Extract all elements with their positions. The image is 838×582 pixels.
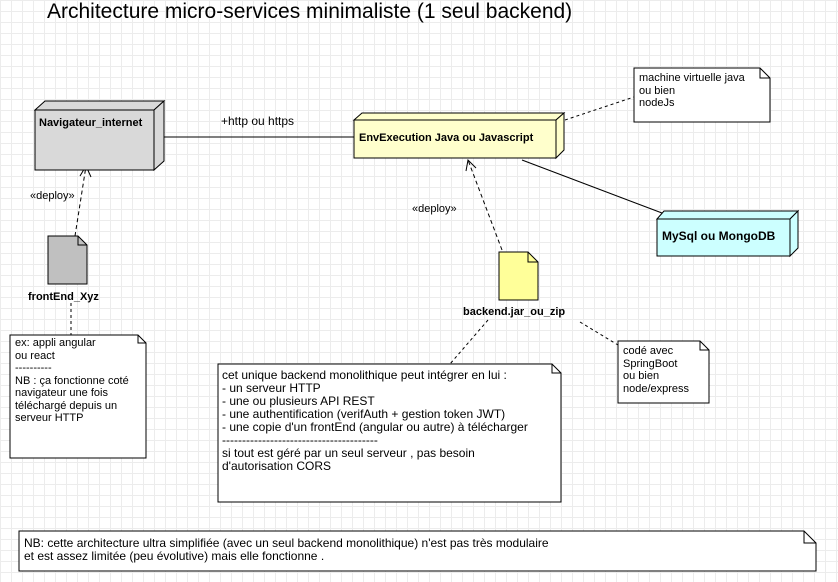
code-note-anchor (579, 321, 619, 346)
db-connection-line (521, 159, 663, 214)
deploy-front-line (74, 165, 87, 237)
backend-note-text: cet unique backend monolithique peut int… (222, 368, 528, 473)
deploy-front-label: «deploy» (30, 190, 75, 202)
browser-node-label: Navigateur_internet (39, 117, 143, 129)
vm-note-shape (633, 67, 771, 123)
vm-note-text: machine virtuelle java ou bien nodeJs (639, 72, 745, 109)
db-node-label: MySql ou MongoDB (662, 229, 776, 243)
diagram-title: Architecture micro-services minimaliste … (47, 0, 573, 23)
front-artifact-label: frontEnd_Xyz (28, 291, 99, 303)
code-note-text: codé avec SpringBoot ou bien node/expres… (623, 345, 690, 395)
nb-note-shape (18, 530, 817, 572)
deploy-back-line (467, 159, 503, 251)
front-note-text: ex: appli angular ou react ---------- NB… (15, 337, 129, 424)
code-note-shape (617, 340, 710, 404)
back-artifact-label: backend.jar_ou_zip (463, 306, 566, 318)
browser-node (33, 99, 166, 172)
deploy-back-arrowhead (465, 158, 477, 172)
db-node (655, 209, 800, 258)
front-artifact-icon (47, 235, 88, 285)
backend-note-shape (217, 363, 562, 503)
nb-note-text: NB: cette architecture ultra simplifiée … (24, 536, 549, 563)
env-node (352, 111, 566, 160)
http-link-label: +http ou https (221, 114, 295, 128)
front-note-shape (9, 334, 147, 459)
env-node-label: EnvExecution Java ou Javascript (359, 132, 534, 144)
back-artifact-icon (498, 251, 539, 301)
vm-note-anchor (564, 96, 635, 121)
deploy-back-label: «deploy» (412, 203, 457, 215)
backend-note-anchor (449, 319, 489, 365)
